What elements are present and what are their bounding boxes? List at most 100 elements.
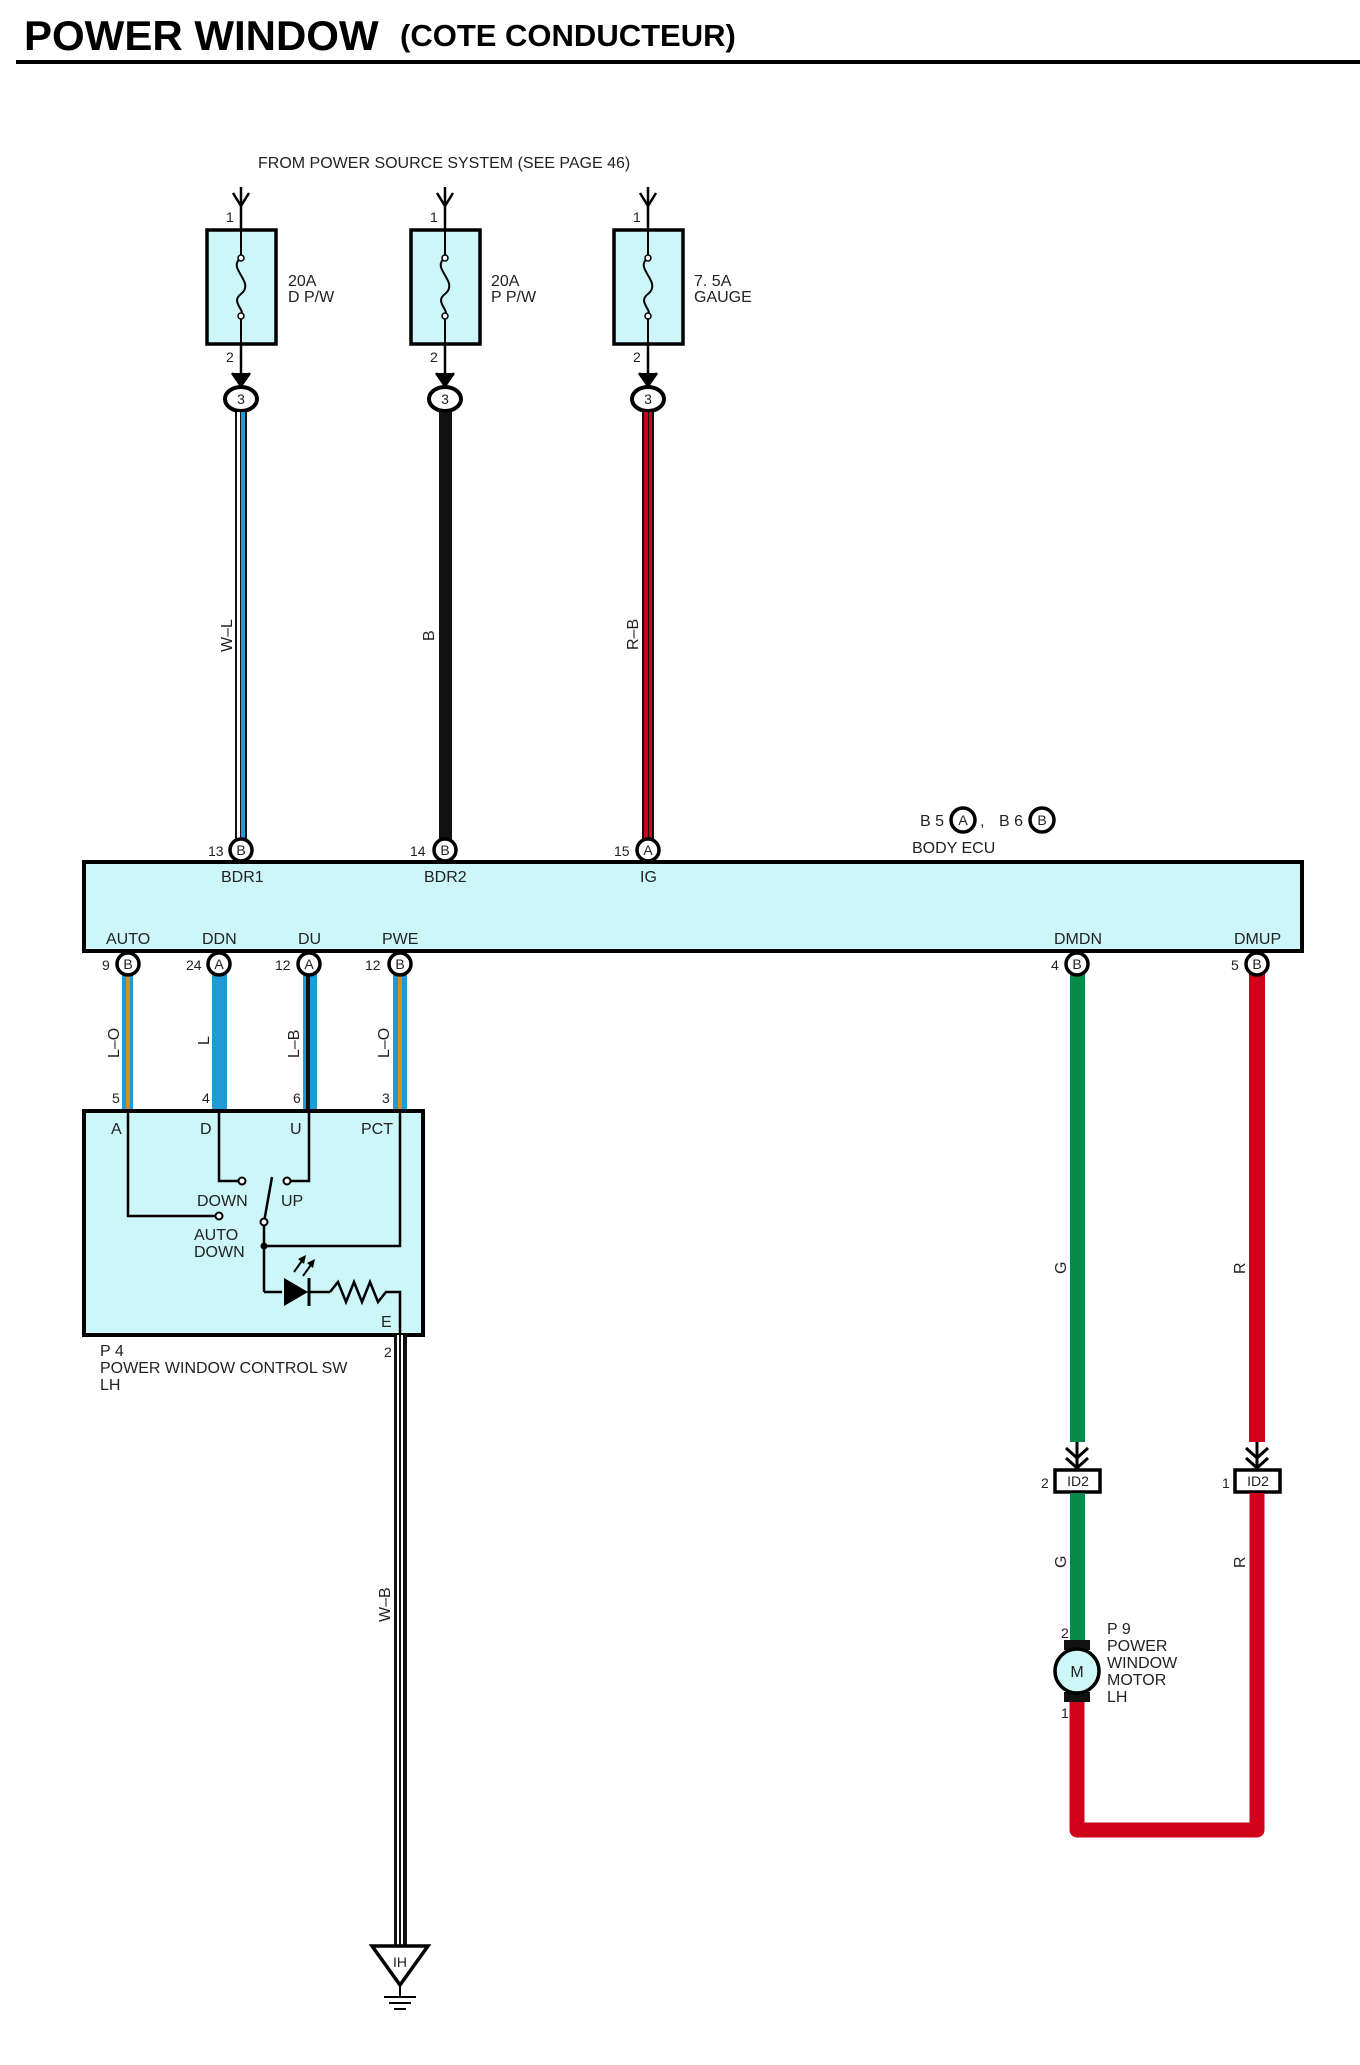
pin-number: 9 xyxy=(102,957,110,973)
pin-conn: A xyxy=(214,956,224,972)
pin-conn: B xyxy=(440,842,449,858)
badge-letter: A xyxy=(958,812,968,828)
ecu-label-pwe: PWE xyxy=(382,931,418,948)
page-title: POWER WINDOW xyxy=(24,12,379,59)
switch-down-label: DOWN xyxy=(197,1193,248,1210)
wire-r-b xyxy=(642,412,654,848)
connector-3-label: 3 xyxy=(237,391,245,407)
ecu-pin-dmup: 5 B xyxy=(1231,951,1270,977)
ecu-conn-ref-1: B 5 xyxy=(920,813,944,830)
wire-label-ddn: L xyxy=(196,1036,213,1045)
ecu-label-ddn: DDN xyxy=(202,931,237,948)
led-diode-icon xyxy=(284,1255,315,1306)
wire-dmdn-g xyxy=(1070,964,1085,1442)
ecu-pin-pwe: 12 B xyxy=(365,951,413,977)
ecu-label-dmdn: DMDN xyxy=(1054,931,1102,948)
switch-ground-e: E xyxy=(381,1314,392,1331)
ecu-pin-du: 12 A xyxy=(275,951,322,977)
wire-pwe-l-o xyxy=(393,964,407,1111)
motor-symbol: M xyxy=(1070,1664,1083,1681)
ecu-pin-bdr1: 13 B BDR1 xyxy=(208,837,264,886)
pin-conn: A xyxy=(643,842,653,858)
motor-pin-bottom: 1 xyxy=(1061,1705,1069,1721)
wire-dmup-r xyxy=(1249,964,1265,1442)
fuse-3-amp: 7. 5A xyxy=(694,273,732,290)
fuse-pin-in: 1 xyxy=(430,209,438,225)
switch-pin-d: D xyxy=(200,1121,212,1138)
pin-number: 5 xyxy=(1231,957,1239,973)
fuse-2-amp: 20A xyxy=(491,273,520,290)
wire-w-l xyxy=(235,412,247,848)
pin-number: 12 xyxy=(275,957,291,973)
ecu-conn-sep: , xyxy=(980,813,984,830)
ground-icon xyxy=(368,1944,432,2010)
switch-auto-down-label: DOWN xyxy=(194,1244,245,1261)
switch-pin-pct: PCT xyxy=(361,1121,393,1138)
switch-contacts xyxy=(214,1176,292,1250)
switch-internal-wiring xyxy=(126,1113,402,1333)
fuse-pin-out: 2 xyxy=(633,349,641,365)
wire-label-r-2: R xyxy=(1232,1556,1249,1568)
ecu-label-du: DU xyxy=(298,931,321,948)
motor-line-4: LH xyxy=(1107,1689,1127,1706)
switch-ref: P 4 xyxy=(100,1343,124,1360)
connector-3-right: 3 xyxy=(630,385,666,413)
ecu-pin-ddn: 24 A xyxy=(186,951,232,977)
wire-label-dmdn: G xyxy=(1053,1262,1070,1274)
pin-number: 12 xyxy=(365,957,381,973)
switch-pin-d-num: 4 xyxy=(202,1090,210,1106)
wire-auto-l-o xyxy=(122,964,133,1111)
fuse-p-pw: 1 2 xyxy=(409,187,482,389)
pin-number: 13 xyxy=(208,843,224,859)
ground-label: IH xyxy=(393,1954,407,1970)
switch-pin-a-num: 5 xyxy=(112,1090,120,1106)
ecu-conn-badge-b: B xyxy=(1028,806,1056,834)
page-subtitle: (COTE CONDUCTEUR) xyxy=(400,18,736,53)
connector-3-label: 3 xyxy=(441,391,449,407)
badge-letter: B xyxy=(1037,812,1046,828)
fuse-pin-out: 2 xyxy=(226,349,234,365)
ecu-name: BODY ECU xyxy=(912,840,995,857)
wire-b xyxy=(439,412,452,848)
wire-label-w-l: W–L xyxy=(219,619,236,652)
junction-id2-r: ID2 1 xyxy=(1222,1442,1282,1494)
connector-3-left: 3 xyxy=(223,385,259,413)
wire-label-dmup: R xyxy=(1232,1262,1249,1274)
wire-label-r-b: R–B xyxy=(625,619,642,650)
wire-label-du: L–B xyxy=(286,1030,303,1058)
junction-name: ID2 xyxy=(1067,1473,1089,1489)
pin-conn: B xyxy=(1252,956,1261,972)
ecu-label-auto: AUTO xyxy=(106,931,150,948)
switch-name: POWER WINDOW CONTROL SW xyxy=(100,1360,348,1377)
pin-number: 15 xyxy=(614,843,630,859)
pin-number: 24 xyxy=(186,957,202,973)
motor-line-1: POWER xyxy=(1107,1638,1167,1655)
pin-label: BDR1 xyxy=(221,869,264,886)
motor-pin-top: 2 xyxy=(1061,1625,1069,1641)
switch-side: LH xyxy=(100,1377,120,1394)
pin-conn: B xyxy=(123,956,132,972)
fuse-3-name: GAUGE xyxy=(694,289,752,306)
motor-line-2: WINDOW xyxy=(1107,1655,1178,1672)
connector-3-mid: 3 xyxy=(427,385,463,413)
switch-pin-a: A xyxy=(111,1121,122,1138)
wire-label-b: B xyxy=(421,630,438,641)
switch-up-label: UP xyxy=(281,1193,303,1210)
pin-conn: B xyxy=(395,956,404,972)
motor-ref: P 9 xyxy=(1107,1621,1131,1638)
wire-g-to-motor xyxy=(1070,1493,1085,1643)
pin-label: BDR2 xyxy=(424,869,467,886)
ecu-pin-auto: 9 B xyxy=(102,951,141,977)
ecu-pin-dmdn: 4 B xyxy=(1051,951,1090,977)
control-switch-box xyxy=(82,1109,425,1337)
pin-conn: B xyxy=(236,842,245,858)
wire-w-b xyxy=(394,1335,407,1947)
fuse-gauge: 1 2 xyxy=(612,187,685,389)
fuse-1-name: D P/W xyxy=(288,289,335,306)
pin-number: 14 xyxy=(410,843,426,859)
fuse-pin-in: 1 xyxy=(633,209,641,225)
ecu-conn-badge-a: A xyxy=(949,806,977,834)
wire-label-pwe: L–O xyxy=(376,1028,393,1058)
junction-id2-g: ID2 2 xyxy=(1041,1442,1102,1494)
pin-conn: B xyxy=(1072,956,1081,972)
